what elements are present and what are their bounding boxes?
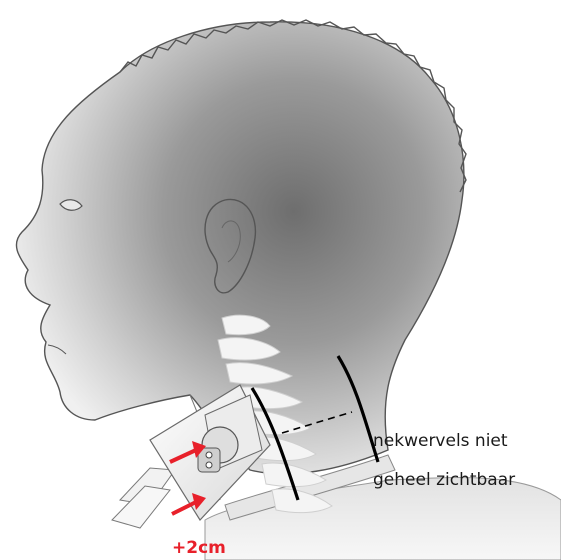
offset-label: +2cm [172,538,226,558]
annotation-line-2: geheel zichtbaar [373,470,515,490]
annotation-line-1: nekwervels niet [373,431,508,451]
